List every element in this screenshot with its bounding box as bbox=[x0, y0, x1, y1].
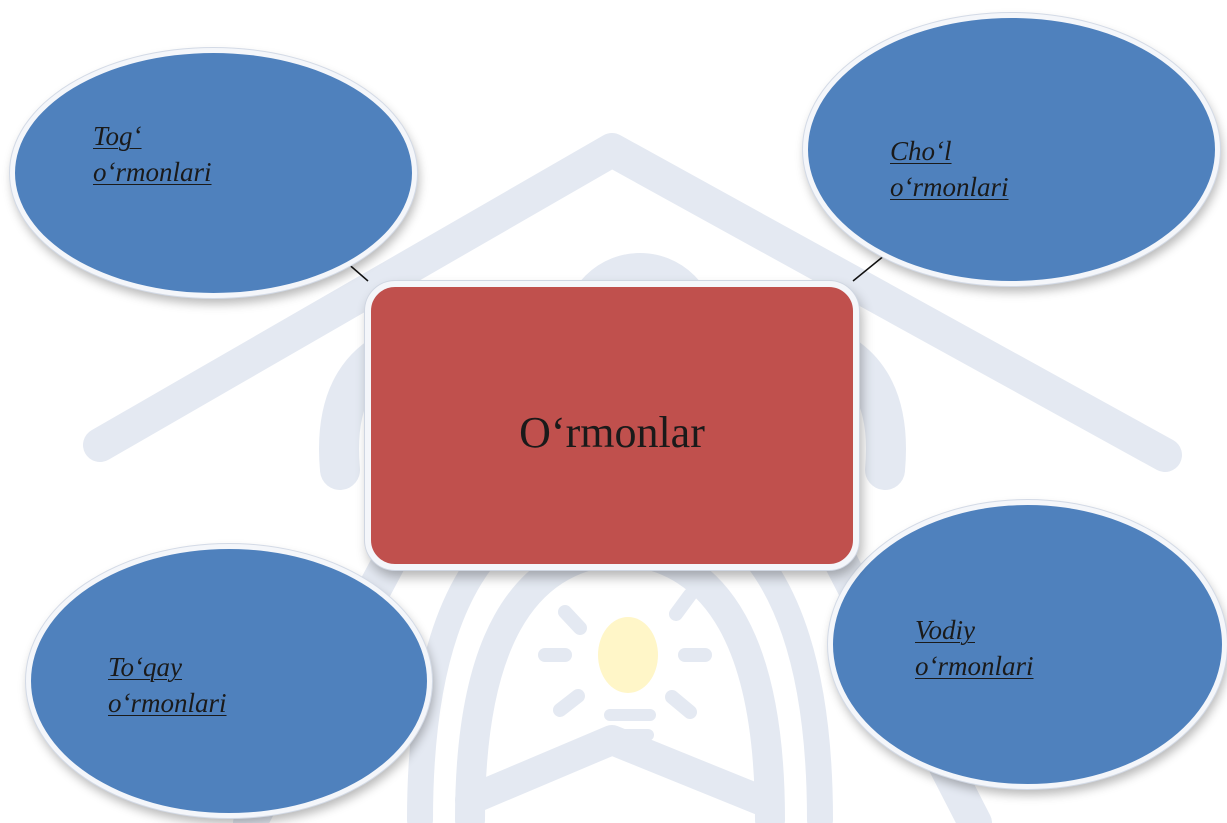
watermark-roof bbox=[83, 133, 1182, 472]
center-node-ormonlar: O‘rmonlar bbox=[365, 281, 859, 570]
watermark-bulb-base bbox=[604, 709, 656, 741]
node-label-line: o‘rmonlari bbox=[890, 172, 1009, 202]
watermark-bulb bbox=[598, 617, 658, 693]
watermark-ray-6 bbox=[665, 690, 697, 719]
watermark-book bbox=[455, 725, 775, 815]
node-vodiy-ormonlari: Vodiy o‘rmonlari bbox=[828, 500, 1227, 789]
node-toqay-ormonlari: To‘qay o‘rmonlari bbox=[26, 544, 432, 818]
watermark-ray-5 bbox=[553, 689, 585, 717]
node-label-line: Vodiy bbox=[915, 615, 975, 645]
center-node-label: O‘rmonlar bbox=[519, 408, 705, 457]
node-label-line: Tog‘ bbox=[93, 121, 142, 151]
node-label: Cho‘l o‘rmonlari bbox=[890, 133, 1009, 205]
node-label: Vodiy o‘rmonlari bbox=[915, 612, 1034, 684]
node-label-line: o‘rmonlari bbox=[93, 157, 212, 187]
node-label-line: o‘rmonlari bbox=[915, 651, 1034, 681]
node-tog-ormonlari: Tog‘ o‘rmonlari bbox=[10, 48, 417, 298]
watermark-ray-2 bbox=[669, 588, 697, 621]
node-label: Tog‘ o‘rmonlari bbox=[93, 118, 212, 190]
node-chol-ormonlari: Cho‘l o‘rmonlari bbox=[803, 13, 1220, 286]
node-label-line: o‘rmonlari bbox=[108, 688, 227, 718]
watermark-ray-1 bbox=[558, 605, 587, 635]
node-label: To‘qay o‘rmonlari bbox=[108, 649, 227, 721]
node-label-line: To‘qay bbox=[108, 652, 183, 682]
node-label-line: Cho‘l bbox=[890, 136, 952, 166]
